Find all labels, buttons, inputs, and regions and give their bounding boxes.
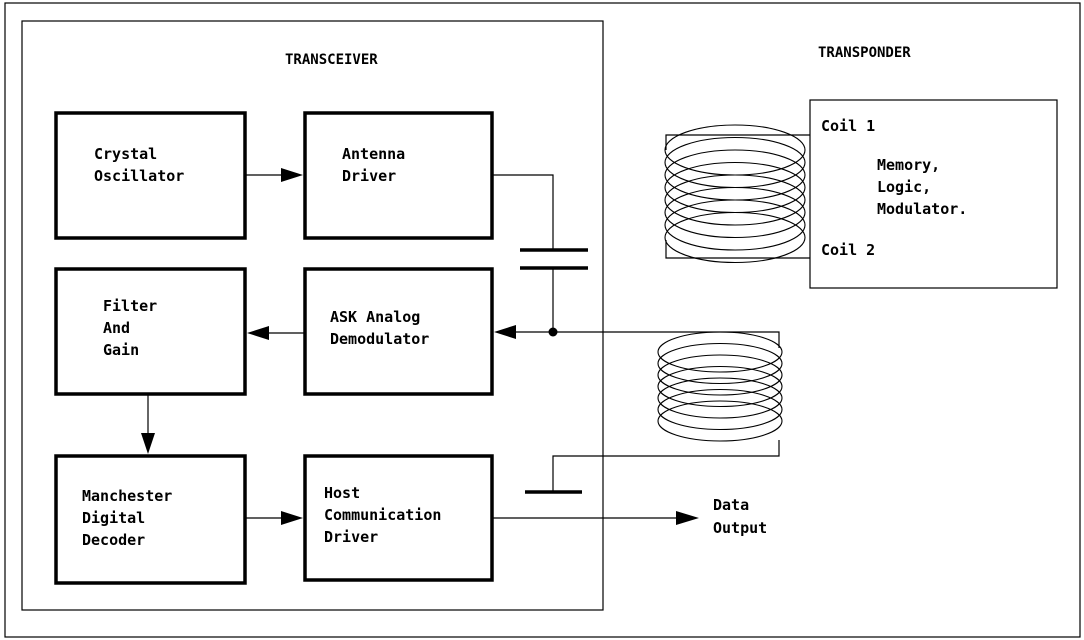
filter-to-decoder-arrow <box>141 433 155 454</box>
decoder-to-host-arrow <box>281 511 303 525</box>
coil-2-label: Coil 2 <box>821 241 875 259</box>
transponder-coil-lead-2 <box>665 240 810 259</box>
transponder-coil <box>664 124 806 264</box>
manchester-decoder-label-1: Manchester <box>82 487 172 505</box>
coil-winding <box>664 211 806 264</box>
host-driver-label-2: Communication <box>324 506 441 524</box>
data-output-label-2: Output <box>713 519 767 537</box>
coil-winding <box>657 377 783 419</box>
ask-demodulator-block: ASK Analog Demodulator <box>303 267 494 396</box>
manchester-decoder-label-3: Decoder <box>82 531 145 549</box>
filter-gain-label-2: And <box>103 319 130 337</box>
filter-gain-label-3: Gain <box>103 341 139 359</box>
demod-to-filter-arrow <box>247 326 269 340</box>
transponder-function-line-1: Memory, <box>877 156 940 174</box>
coil-winding <box>657 342 783 385</box>
coil-winding <box>657 388 783 431</box>
host-driver-label-3: Driver <box>324 528 378 546</box>
osc-to-driver-arrow <box>281 168 303 182</box>
ask-demodulator-label-2: Demodulator <box>330 330 429 348</box>
coil-winding <box>657 365 783 408</box>
data-output-label-1: Data <box>713 496 749 514</box>
transponder-box <box>809 99 1058 289</box>
manchester-decoder-label-2: Digital <box>82 509 145 527</box>
coil-winding <box>664 186 806 239</box>
coil-to-ground-wire <box>552 440 780 492</box>
figure-border <box>4 2 1081 638</box>
transceiver-title: TRANSCEIVER <box>285 52 378 68</box>
antenna-driver-block: Antenna Driver <box>303 111 494 240</box>
node-to-demod-arrow <box>494 325 516 339</box>
antenna-driver-label-1: Antenna <box>342 145 405 163</box>
coil-winding <box>664 174 806 226</box>
host-to-output-arrow <box>676 511 699 525</box>
filter-gain-block: Filter And Gain <box>54 267 247 396</box>
coil-winding <box>657 354 783 396</box>
coil-winding <box>657 331 783 373</box>
crystal-oscillator-label-2: Oscillator <box>94 167 184 185</box>
host-driver-label-1: Host <box>324 484 360 502</box>
crystal-oscillator-label-1: Crystal <box>94 145 157 163</box>
coil-winding <box>664 199 806 251</box>
transponder-function-line-2: Logic, <box>877 178 931 196</box>
transponder-function-line-3: Modulator. <box>877 200 967 218</box>
coil-winding <box>657 400 783 442</box>
host-driver-block: Host Communication Driver <box>303 454 494 582</box>
antenna-driver-label-2: Driver <box>342 167 396 185</box>
node-to-coil-wire <box>553 331 780 348</box>
driver-to-capacitor-wire <box>492 174 554 250</box>
reader-antenna-coil <box>657 331 783 442</box>
crystal-oscillator-block: Crystal Oscillator <box>54 111 247 240</box>
ask-demodulator-label-1: ASK Analog <box>330 308 420 326</box>
transponder-title: TRANSPONDER <box>818 45 911 61</box>
coil-1-label: Coil 1 <box>821 117 875 135</box>
filter-gain-label-1: Filter <box>103 297 157 315</box>
manchester-decoder-block: Manchester Digital Decoder <box>54 454 247 585</box>
transceiver-frame <box>21 20 604 611</box>
